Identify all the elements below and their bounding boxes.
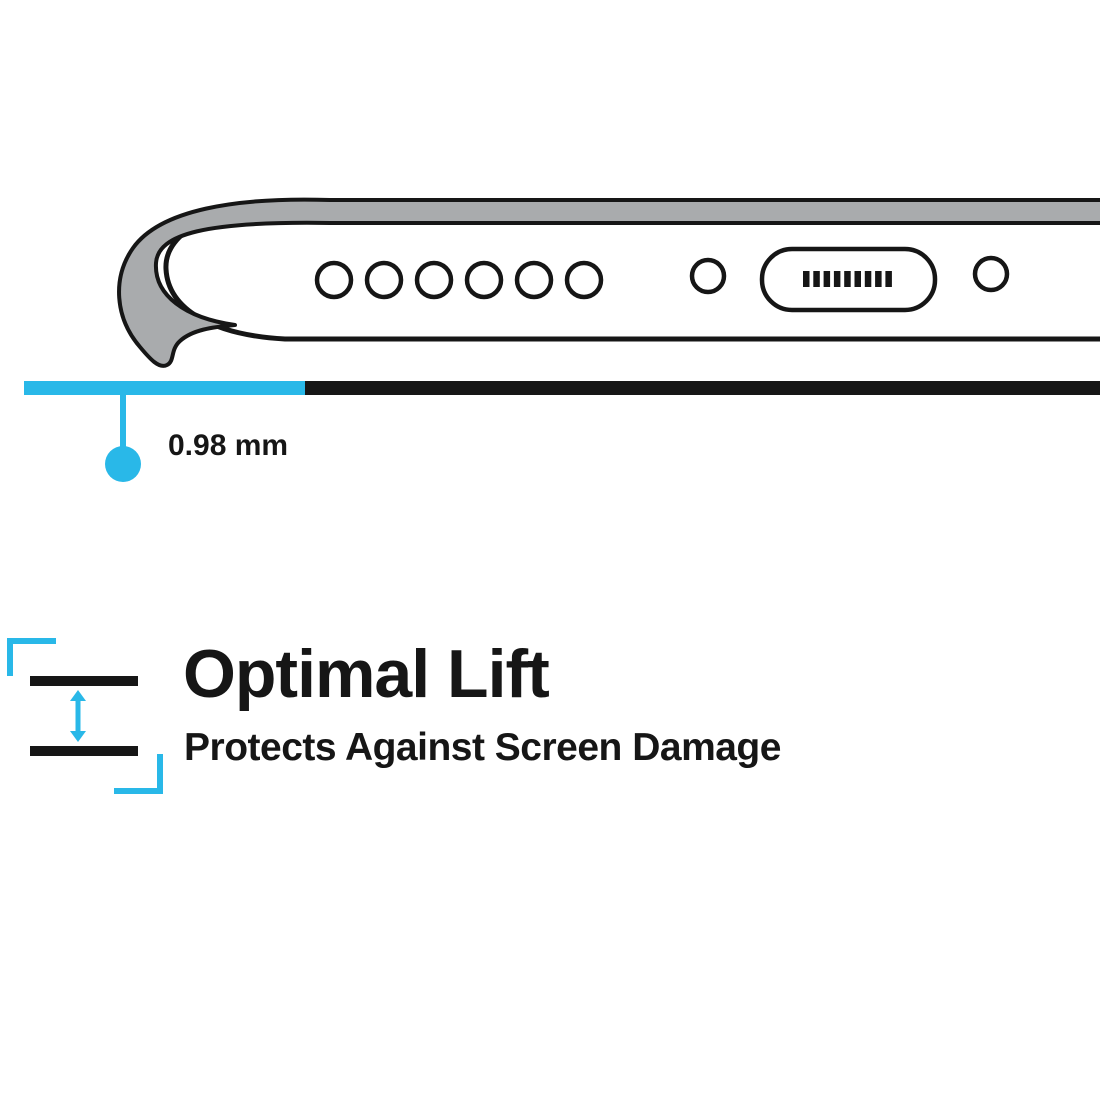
mic-hole: [689, 257, 727, 295]
speaker-hole: [564, 260, 604, 300]
lift-bottom-bar: [30, 746, 138, 756]
speaker-holes: [314, 260, 604, 300]
speaker-hole: [464, 260, 504, 300]
speaker-hole: [314, 260, 354, 300]
surface-line-accent: [24, 381, 305, 395]
speaker-hole: [414, 260, 454, 300]
case-bumper: [117, 197, 1100, 368]
corner-bracket-top-left-icon: [7, 638, 56, 676]
charging-port: [759, 246, 938, 313]
measurement-dot: [105, 446, 141, 482]
lift-measurement-value: 0.98 mm: [168, 429, 289, 462]
lift-icon: [7, 638, 163, 794]
measurement-drop-line: [120, 393, 126, 450]
phone-bottom-edge-diagram: [117, 197, 1100, 368]
lift-top-bar: [30, 676, 138, 686]
feature-subtitle: Protects Against Screen Damage: [184, 726, 781, 769]
screw-hole: [972, 255, 1010, 293]
corner-bracket-bottom-right-icon: [114, 754, 163, 794]
lift-measurement: [24, 381, 1100, 482]
surface-line-dark: [305, 381, 1100, 395]
speaker-hole: [364, 260, 404, 300]
feature-title: Optimal Lift: [183, 636, 550, 712]
up-down-arrow-icon: [70, 690, 86, 742]
speaker-hole: [514, 260, 554, 300]
